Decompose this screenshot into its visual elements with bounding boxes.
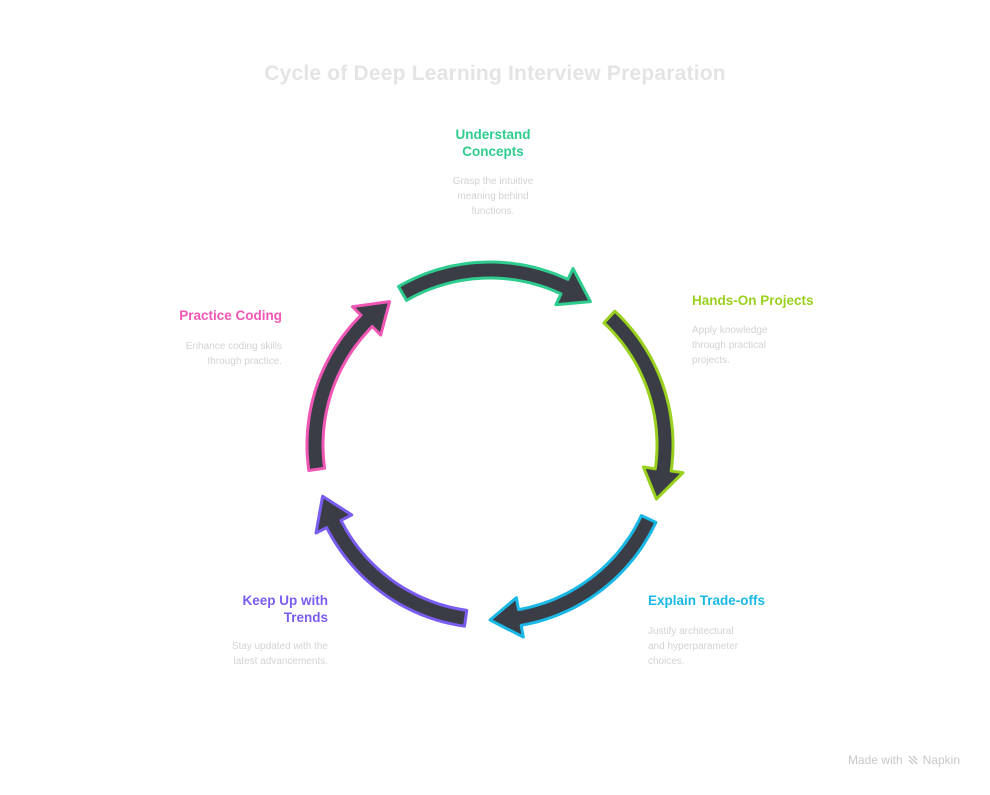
description-line: choices. — [648, 656, 685, 667]
step-description-trends: Stay updated with the latest advancement… — [168, 639, 328, 669]
description-line: Stay updated with the — [231, 641, 328, 652]
footer-attribution: Made with Napkin — [848, 753, 960, 767]
step-description-explain: Justify architectural and hyperparameter… — [648, 624, 808, 669]
label-line: Trends — [283, 610, 328, 625]
step-label-understand: Understand Concepts — [393, 126, 593, 160]
cycle-arrow-hands-on — [602, 309, 685, 501]
description-line: latest advancements. — [233, 656, 329, 667]
description-line: functions. — [471, 206, 515, 217]
description-line: Enhance coding skills — [185, 341, 282, 352]
footer-brand: Napkin — [922, 753, 960, 767]
label-line: Keep Up with — [242, 593, 328, 608]
description-line: Justify architectural — [648, 626, 734, 637]
description-line: meaning behind — [457, 191, 529, 202]
cycle-arrow-understand — [397, 260, 592, 307]
step-label-hands-on: Hands-On Projects — [692, 292, 892, 309]
napkin-logo-icon — [907, 754, 919, 766]
step-description-understand: Grasp the intuitive meaning behind funct… — [413, 174, 573, 219]
label-line: Concepts — [462, 144, 524, 159]
step-description-practice: Enhance coding skills through practice. — [122, 339, 282, 369]
description-line: Apply knowledge — [692, 325, 768, 336]
cycle-arrow-trends — [314, 494, 469, 628]
description-line: projects. — [692, 355, 730, 366]
label-line: Understand — [455, 127, 531, 142]
footer-text: Made with — [847, 753, 903, 767]
label-line: Practice Coding — [179, 308, 282, 323]
label-line: Explain Trade-offs — [648, 593, 766, 608]
description-line: through practice. — [207, 356, 283, 367]
step-label-practice: Practice Coding — [82, 307, 282, 324]
diagram-title: Cycle of Deep Learning Interview Prepara… — [264, 62, 726, 85]
step-description-hands-on: Apply knowledge through practical projec… — [692, 323, 852, 368]
description-line: and hyperparameter — [648, 641, 739, 652]
label-line: Hands-On Projects — [692, 293, 814, 308]
description-line: Grasp the intuitive — [452, 176, 534, 187]
description-line: through practical — [692, 340, 766, 351]
cycle-arrow-practice — [305, 300, 392, 472]
step-label-explain: Explain Trade-offs — [648, 592, 848, 609]
step-label-trends: Keep Up with Trends — [128, 592, 328, 626]
cycle-arrow-explain — [488, 514, 658, 639]
